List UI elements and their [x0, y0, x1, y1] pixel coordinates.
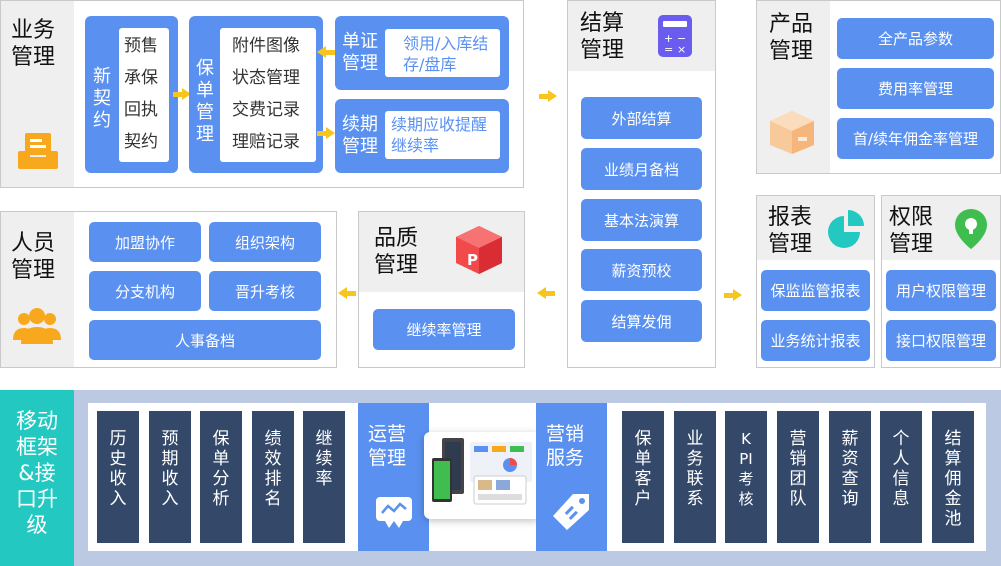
business-title: 业务管理 — [11, 18, 56, 70]
arrow-right-icon — [173, 88, 191, 101]
ops-item[interactable]: 绩效排名 — [252, 411, 294, 543]
ops-item[interactable]: 保单分析 — [200, 411, 242, 543]
personnel-item[interactable]: 加盟协作 — [89, 222, 201, 262]
box-icon — [770, 111, 814, 154]
mkt-item[interactable]: KPI考核 — [725, 411, 767, 543]
location-pin-icon — [955, 209, 987, 249]
app-screenshot-card — [424, 432, 540, 519]
ops-item[interactable]: 预期收入 — [149, 411, 191, 543]
mobile-side — [0, 390, 74, 566]
personnel-item[interactable]: 晋升考核 — [209, 271, 321, 311]
product-panel: 产品管理 全产品参数 费用率管理 首/续年佣金率管理 — [756, 0, 1001, 174]
settlement-title: 结算管理 — [580, 11, 625, 63]
policy-item[interactable]: 状态管理 — [232, 68, 300, 88]
report-panel: 报表管理 保监监管报表 业务统计报表 — [756, 195, 875, 368]
personnel-item[interactable]: 分支机构 — [89, 271, 201, 311]
product-item[interactable]: 费用率管理 — [837, 68, 994, 109]
svg-text:×: × — [677, 43, 686, 56]
quality-item[interactable]: 继续率管理 — [373, 309, 515, 350]
mkt-item[interactable]: 业务联系 — [674, 411, 716, 543]
settlement-item[interactable]: 基本法演算 — [581, 199, 702, 241]
svg-text:P: P — [467, 251, 478, 269]
mkt-item[interactable]: 结算佣金池 — [932, 411, 974, 543]
arrow-right-icon — [539, 90, 557, 103]
permission-panel: 权限管理 用户权限管理 接口权限管理 — [881, 195, 1001, 368]
policy-label: 保单管理 — [196, 58, 214, 145]
arrow-right-icon — [724, 289, 742, 302]
arrow-left-icon — [338, 287, 356, 300]
new-contract-item[interactable]: 契约 — [124, 132, 158, 152]
report-item[interactable]: 保监监管报表 — [761, 270, 870, 311]
personnel-item[interactable]: 组织架构 — [209, 222, 321, 262]
cert-label: 单证管理 — [342, 31, 378, 74]
cert-text[interactable]: 领用/入库结存/盘库 — [385, 29, 500, 77]
calculator-icon: + − = × — [658, 15, 692, 57]
settlement-item[interactable]: 业绩月备档 — [581, 148, 702, 190]
ops-panel — [358, 403, 429, 551]
arrow-right-icon — [317, 127, 335, 140]
product-item[interactable]: 首/续年佣金率管理 — [837, 118, 994, 159]
mkt-item[interactable]: 个人信息 — [880, 411, 922, 543]
policy-item[interactable]: 理赔记录 — [232, 132, 300, 152]
settlement-panel: 结算管理 + − = × 外部结算 业绩月备档 基本法演算 薪资预校 结算发佣 — [567, 0, 716, 368]
renewal-label: 续期管理 — [342, 114, 378, 157]
mkt-item[interactable]: 营销团队 — [777, 411, 819, 543]
new-contract-list: 预售 承保 回执 契约 — [119, 28, 169, 162]
pie-chart-icon — [828, 210, 864, 248]
ops-item[interactable]: 继续率 — [303, 411, 345, 543]
app-screenshot-image — [432, 438, 532, 505]
report-side — [757, 196, 874, 260]
inbox-icon — [18, 133, 58, 169]
new-contract-label: 新契约 — [93, 66, 111, 131]
chat-chart-icon — [376, 497, 412, 528]
mkt-item[interactable]: 薪资查询 — [829, 411, 871, 543]
policy-item[interactable]: 交费记录 — [232, 100, 300, 120]
arrow-left-icon — [317, 46, 335, 59]
permission-title: 权限管理 — [889, 205, 934, 257]
business-panel: 业务管理 新契约 预售 承保 回执 契约 保单管理 附件图像 状态管理 交费记录… — [0, 0, 524, 188]
parking-cube-icon: P — [456, 226, 502, 274]
permission-item[interactable]: 用户权限管理 — [886, 270, 996, 311]
svg-text:+: + — [664, 32, 673, 45]
settlement-item[interactable]: 薪资预校 — [581, 249, 702, 291]
mkt-panel — [536, 403, 607, 551]
settlement-item[interactable]: 外部结算 — [581, 97, 702, 139]
mkt-item[interactable]: 保单客户 — [622, 411, 664, 543]
settlement-item[interactable]: 结算发佣 — [581, 300, 702, 342]
arrow-left-icon — [537, 287, 555, 300]
ops-label: 运营管理 — [368, 423, 407, 469]
new-contract-item[interactable]: 承保 — [124, 68, 158, 88]
policy-item[interactable]: 附件图像 — [232, 36, 300, 56]
renewal-text[interactable]: 续期应收提醒继续率 — [385, 111, 500, 159]
quality-panel: 品质管理 P 继续率管理 — [358, 211, 525, 368]
mobile-title: 移动框架&接口升级 — [16, 409, 58, 537]
ops-item[interactable]: 历史收入 — [97, 411, 139, 543]
mkt-label: 营销服务 — [546, 423, 585, 469]
personnel-title: 人员管理 — [11, 231, 56, 283]
product-title: 产品管理 — [769, 12, 814, 64]
svg-text:=: = — [664, 43, 673, 56]
users-icon — [13, 308, 61, 344]
personnel-item[interactable]: 人事备档 — [89, 320, 321, 360]
report-item[interactable]: 业务统计报表 — [761, 320, 870, 361]
permission-item[interactable]: 接口权限管理 — [886, 320, 996, 361]
new-contract-item[interactable]: 预售 — [124, 36, 158, 56]
personnel-panel: 人员管理 加盟协作 组织架构 分支机构 晋升考核 人事备档 — [0, 211, 337, 368]
quality-title: 品质管理 — [374, 226, 419, 278]
svg-text:−: − — [677, 32, 686, 45]
report-title: 报表管理 — [768, 205, 813, 257]
new-contract-item[interactable]: 回执 — [124, 100, 158, 120]
price-tag-icon — [553, 494, 589, 530]
policy-list: 附件图像 状态管理 交费记录 理赔记录 — [220, 28, 316, 162]
product-item[interactable]: 全产品参数 — [837, 18, 994, 59]
